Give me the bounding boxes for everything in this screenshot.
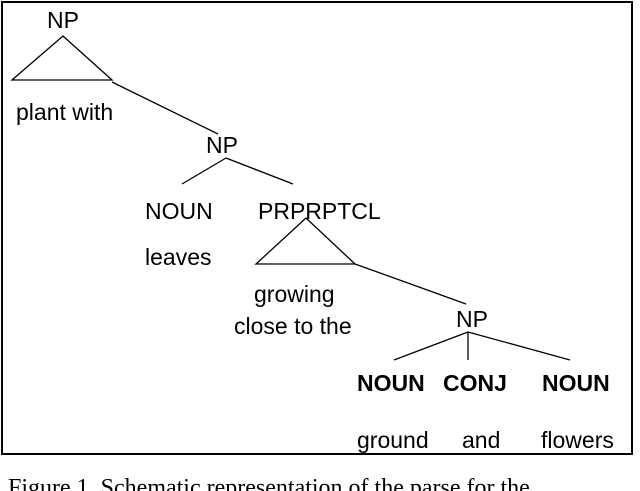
noun-leaves-tag: NOUN [145, 198, 213, 224]
edge-np-mid-to-prprptcl [225, 157, 294, 185]
edge-np-low-to-noun-ground [393, 331, 469, 361]
edge-np-root-to-np-mid [111, 81, 219, 135]
np-mid-label: NP [206, 132, 238, 158]
phrase-close-to-the: close to the [234, 313, 352, 339]
word-ground: ground [357, 427, 429, 453]
prprptcl-label: PRPRPTCL [258, 198, 381, 224]
conj-tag: CONJ [443, 370, 507, 396]
phrase-plant-with: plant with [16, 99, 114, 125]
figure-caption: Figure 1. Schematic representation of th… [8, 475, 530, 491]
word-leaves: leaves [145, 244, 212, 270]
np-root-label: NP [47, 7, 79, 33]
prprptcl-triangle [254, 217, 357, 265]
word-flowers: flowers [541, 427, 614, 453]
phrase-growing: growing [254, 281, 335, 307]
edge-prprptcl-to-np-low [354, 263, 467, 305]
np-root-triangle [10, 35, 114, 81]
np-low-label: NP [456, 306, 488, 332]
word-and: and [462, 427, 501, 453]
edge-np-low-to-noun-flowers [467, 331, 571, 361]
noun-ground-tag: NOUN [357, 370, 425, 396]
noun-flowers-tag: NOUN [542, 370, 610, 396]
figure-border [1, 1, 633, 455]
edge-np-mid-to-noun [181, 157, 227, 185]
